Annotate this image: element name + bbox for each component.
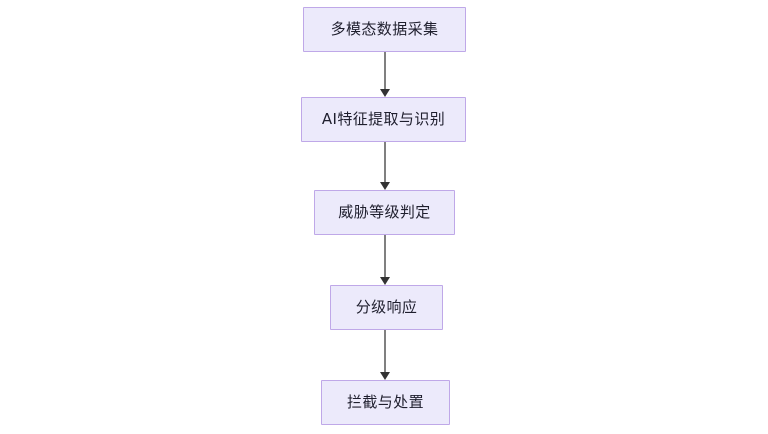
- flow-node-label: 拦截与处置: [346, 393, 424, 411]
- flow-node-interception-disposal[interactable]: 拦截与处置: [321, 380, 450, 425]
- flow-node-ai-feature-extraction[interactable]: AI特征提取与识别: [301, 97, 466, 142]
- flow-edge: [379, 235, 391, 285]
- flow-edge: [379, 142, 391, 190]
- flow-node-label: AI特征提取与识别: [321, 110, 446, 128]
- arrowhead-icon: [380, 277, 390, 285]
- edge-line: [384, 330, 386, 372]
- arrowhead-icon: [380, 182, 390, 190]
- flow-node-label: 威胁等级判定: [338, 203, 431, 221]
- flow-node-threat-level-assessment[interactable]: 威胁等级判定: [314, 190, 455, 235]
- flow-edge: [379, 330, 391, 380]
- flow-node-label: 多模态数据采集: [330, 20, 439, 38]
- edge-line: [384, 235, 386, 277]
- arrowhead-icon: [380, 89, 390, 97]
- arrowhead-icon: [380, 372, 390, 380]
- flow-node-data-collection[interactable]: 多模态数据采集: [303, 7, 466, 52]
- flow-node-label: 分级响应: [355, 298, 418, 316]
- flow-node-tiered-response[interactable]: 分级响应: [330, 285, 443, 330]
- flow-edge: [379, 52, 391, 97]
- edge-line: [384, 142, 386, 182]
- edge-line: [384, 52, 386, 89]
